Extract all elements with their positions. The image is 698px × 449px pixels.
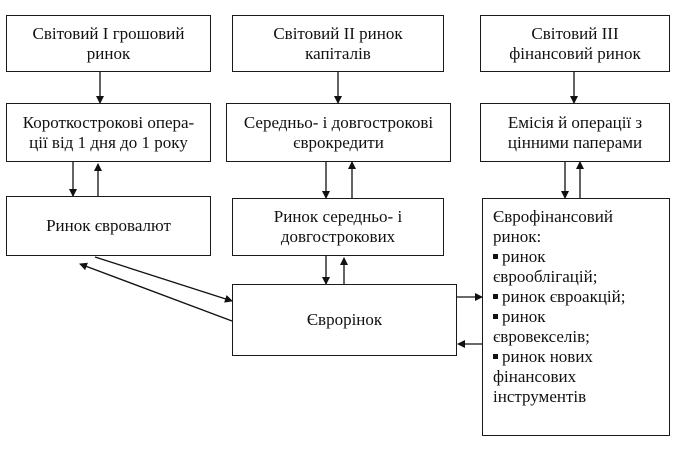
eurofinancial-title: Єврофінансовий ринок: — [493, 207, 613, 246]
list-item: ринок євровекселів; — [493, 307, 659, 347]
bullet-icon — [493, 354, 498, 359]
list-item-label: ринок євроакцій; — [502, 287, 626, 306]
box-euromarket: Єврорінок — [232, 284, 457, 356]
list-item-label: ринок євровекселів; — [493, 307, 590, 346]
list-item: ринок євроакцій; — [493, 287, 659, 307]
bullet-icon — [493, 254, 498, 259]
arrow-euromarket-to-eurocurrency — [79, 262, 233, 322]
list-item-label: ринок нових фінансових інструментів — [493, 347, 593, 406]
box-eurocurrency-market: Ринок євровалют — [6, 196, 211, 256]
arrow-eurocurrency-to-euromarket — [94, 256, 233, 303]
box-securities-emission: Емісія й операції з цінними паперами — [480, 103, 670, 162]
box-midlong-market: Ринок середньо- і довгострокових — [232, 198, 444, 256]
box-world-capital-market: Світовий II ринок капіталів — [232, 15, 444, 72]
box-world-money-market: Світовий І грошовий ринок — [6, 15, 211, 72]
box-eurofinancial-market: Єврофінансовий ринок: ринок єврооблігаці… — [482, 198, 670, 436]
bullet-icon — [493, 314, 498, 319]
list-item: ринок нових фінансових інструментів — [493, 347, 659, 407]
list-item-label: ринок єврооблігацій; — [493, 247, 598, 286]
box-eurocredits: Середньо- і довгострокові єврокредити — [226, 103, 451, 162]
eurofinancial-list: ринок єврооблігацій; ринок євроакцій; ри… — [493, 247, 659, 407]
list-item: ринок єврооблігацій; — [493, 247, 659, 287]
box-world-financial-market: Світовий III фінансовий ринок — [480, 15, 670, 72]
box-short-term-operations: Короткострокові опера- ції від 1 дня до … — [6, 103, 211, 162]
bullet-icon — [493, 294, 498, 299]
